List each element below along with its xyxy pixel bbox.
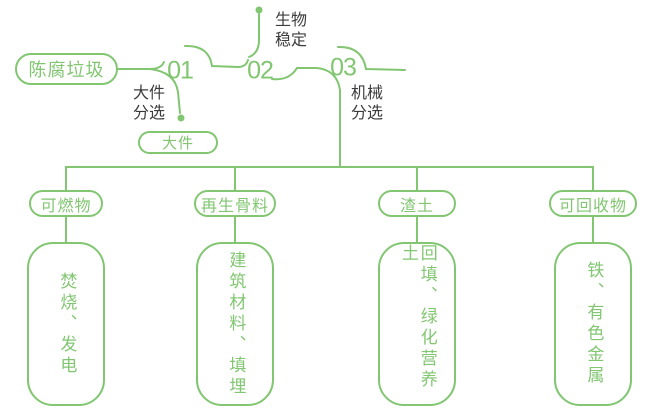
destination-box-incineration: 焚烧、发电 <box>27 242 105 406</box>
destination-label: 建筑材料、填埋 <box>226 250 246 398</box>
step-number-2: 02 <box>247 56 274 85</box>
bio-branch-dot <box>255 6 263 14</box>
destination-label: 焚烧、发电 <box>57 271 77 377</box>
line-step3-out <box>337 45 406 71</box>
category-label: 可回收物 <box>558 197 627 215</box>
category-pill-slag-soil: 渣土 <box>378 190 456 217</box>
destination-box-backfill: 回填、绿化营养土 <box>378 242 456 406</box>
source-label: 陈腐垃圾 <box>28 60 105 80</box>
distributor-bar <box>65 166 594 191</box>
source-pill: 陈腐垃圾 <box>15 53 118 85</box>
destination-box-building-materials: 建筑材料、填埋 <box>196 242 274 406</box>
flick-before-step1 <box>149 61 165 70</box>
line-bio-branch <box>248 13 260 58</box>
category-pill-recycled-aggregate: 再生骨料 <box>194 190 276 217</box>
step-label-mechanical-sorting: 机械 分选 <box>351 85 384 122</box>
step-label-bulky-sorting: 大件 分选 <box>133 85 166 122</box>
line-step2-to-step3 <box>271 67 341 168</box>
step-label-bio-stabilization: 生物 稳定 <box>275 12 308 49</box>
step-number-1: 01 <box>167 56 194 85</box>
bulky-branch-dot <box>177 114 185 122</box>
category-label: 渣土 <box>399 197 434 215</box>
line-step1-to-step2 <box>184 44 249 69</box>
step-number-3: 03 <box>330 53 357 82</box>
category-label: 可燃物 <box>40 197 92 215</box>
category-label: 再生骨料 <box>200 197 269 215</box>
line-drop-bulky <box>149 68 181 114</box>
bulky-output-label: 大件 <box>161 135 194 152</box>
category-pill-recyclables: 可回收物 <box>549 190 637 217</box>
destination-box-metals: 铁、有色金属 <box>554 242 632 406</box>
destination-label: 回填、绿化营养土 <box>399 244 437 391</box>
category-pill-combustibles: 可燃物 <box>29 190 103 217</box>
bulky-output-pill: 大件 <box>138 131 218 154</box>
destination-label: 铁、有色金属 <box>584 261 604 387</box>
